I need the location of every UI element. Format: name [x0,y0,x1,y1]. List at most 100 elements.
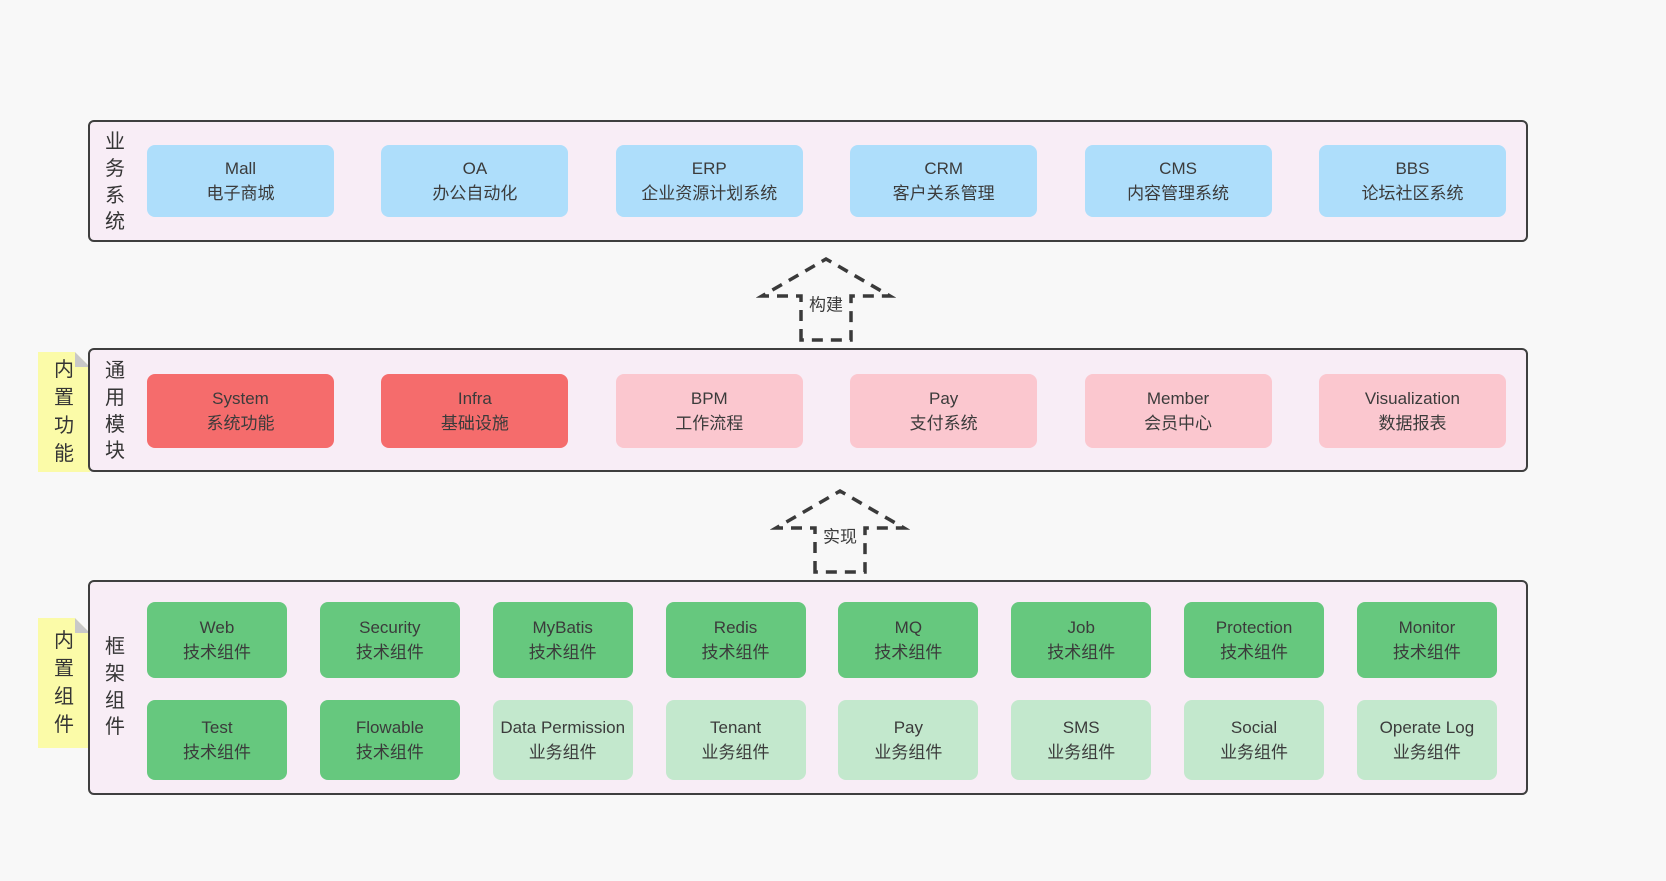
note-text: 内置组件 [54,630,74,736]
card-title: CMS [1159,158,1197,178]
card-title: Visualization [1364,388,1461,408]
card-title: Redis [713,617,758,637]
card-title: Tenant [710,717,762,737]
card-infra: Infra 基础设施 [381,374,569,448]
arrow-build-label: 构建 [806,289,846,317]
card-cms: CMS 内容管理系统 [1084,145,1272,217]
card-system: System 系统功能 [147,374,334,448]
card-subtitle: 企业资源计划系统 [641,184,778,203]
card-web: Web 技术组件 [147,602,287,678]
card-title: Mall [224,158,257,178]
card-title: Monitor [1398,617,1456,637]
card-sms: SMS 业务组件 [1011,700,1152,780]
card-data-permission: Data Permission 业务组件 [492,700,633,780]
card-mybatis: MyBatis 技术组件 [492,602,633,678]
card-title: Test [201,717,233,737]
card-title: OA [462,158,488,178]
card-crm: CRM 客户关系管理 [850,145,1038,217]
panel-label-framework-components: 框架组件 [105,636,125,739]
card-subtitle: 会员中心 [1144,414,1213,433]
card-title: BPM [690,388,728,408]
note-built-in-components: 内置组件 [38,618,90,748]
card-subtitle: 业务组件 [1047,743,1116,762]
card-subtitle: 业务组件 [701,743,770,762]
card-erp: ERP 企业资源计划系统 [615,145,803,217]
card-subtitle: 办公自动化 [432,184,518,203]
card-flowable: Flowable 技术组件 [319,700,460,780]
card-title: Social [1230,717,1278,737]
card-subtitle: 技术组件 [355,643,424,662]
arrow-up-dashed-icon [756,256,896,342]
arrow-up-dashed-icon [770,488,910,574]
panel-framework-components: 框架组件 Web 技术组件 Security 技术组件 MyBatis 技术组件… [88,580,1528,795]
card-visualization: Visualization 数据报表 [1318,374,1506,448]
card-mq: MQ 技术组件 [838,602,979,678]
arrow-build: 构建 [756,256,896,342]
card-tenant: Tenant 业务组件 [665,700,806,780]
arrow-implement: 实现 [770,488,910,574]
card-mall: Mall 电子商城 [147,145,334,217]
card-subtitle: 论坛社区系统 [1361,184,1464,203]
card-subtitle: 基础设施 [440,414,509,433]
panel-label-common-modules: 通用模块 [105,360,125,463]
card-title: MyBatis [532,617,593,637]
card-title: Job [1067,617,1095,637]
card-subtitle: 业务组件 [1392,743,1461,762]
card-title: ERP [691,158,727,178]
card-subtitle: 内容管理系统 [1127,184,1230,203]
card-title: Pay [893,717,924,737]
card-subtitle: 支付系统 [909,414,978,433]
card-subtitle: 技术组件 [183,643,251,662]
card-subtitle: 技术组件 [183,743,251,762]
card-title: CRM [924,158,964,178]
card-subtitle: 业务组件 [874,743,943,762]
card-test: Test 技术组件 [147,700,287,780]
card-subtitle: 业务组件 [528,743,597,762]
card-title: Operate Log [1379,717,1475,737]
card-title: Protection [1215,617,1293,637]
card-bpm: BPM 工作流程 [615,374,803,448]
card-pay-component: Pay 业务组件 [838,700,979,780]
card-subtitle: 技术组件 [355,743,424,762]
card-subtitle: 技术组件 [1047,643,1116,662]
framework-components-row-1: Web 技术组件 Security 技术组件 MyBatis 技术组件 Redi… [147,602,1497,678]
card-operate-log: Operate Log 业务组件 [1356,700,1497,780]
panel-common-modules: 通用模块 System 系统功能 Infra 基础设施 BPM 工作流程 Pay… [88,348,1528,472]
card-title: Infra [457,388,492,408]
card-job: Job 技术组件 [1011,602,1152,678]
card-title: Flowable [355,717,424,737]
note-text: 内置功能 [54,359,74,465]
card-redis: Redis 技术组件 [665,602,806,678]
card-title: Security [359,617,421,637]
card-subtitle: 技术组件 [528,643,597,662]
card-protection: Protection 技术组件 [1184,602,1325,678]
card-title: BBS [1395,158,1430,178]
framework-components-row-2: Test 技术组件 Flowable 技术组件 Data Permission … [147,700,1497,780]
card-pay-system: Pay 支付系统 [850,374,1038,448]
card-security: Security 技术组件 [319,602,460,678]
card-subtitle: 工作流程 [675,414,744,433]
card-subtitle: 技术组件 [701,643,770,662]
card-title: Pay [929,388,959,408]
card-subtitle: 技术组件 [1220,643,1289,662]
card-title: SMS [1062,717,1100,737]
card-social: Social 业务组件 [1184,700,1325,780]
card-subtitle: 客户关系管理 [892,184,995,203]
arrow-implement-label: 实现 [820,521,860,549]
card-subtitle: 数据报表 [1378,414,1447,433]
card-subtitle: 系统功能 [206,414,275,433]
card-subtitle: 技术组件 [1392,643,1461,662]
card-monitor: Monitor 技术组件 [1356,602,1497,678]
card-title: MQ [894,617,923,637]
card-title: Member [1146,388,1210,408]
panel-label-business-systems: 业务系统 [105,131,125,234]
card-title: Web [199,617,235,637]
card-title: Data Permission [500,717,626,737]
business-systems-row: Mall 电子商城 OA 办公自动化 ERP 企业资源计划系统 CRM 客户关系… [147,145,1506,217]
card-subtitle: 电子商城 [206,184,275,203]
card-subtitle: 业务组件 [1220,743,1289,762]
card-member: Member 会员中心 [1084,374,1272,448]
card-title: System [212,388,269,408]
note-built-in-functions: 内置功能 [38,352,90,472]
card-oa: OA 办公自动化 [381,145,569,217]
